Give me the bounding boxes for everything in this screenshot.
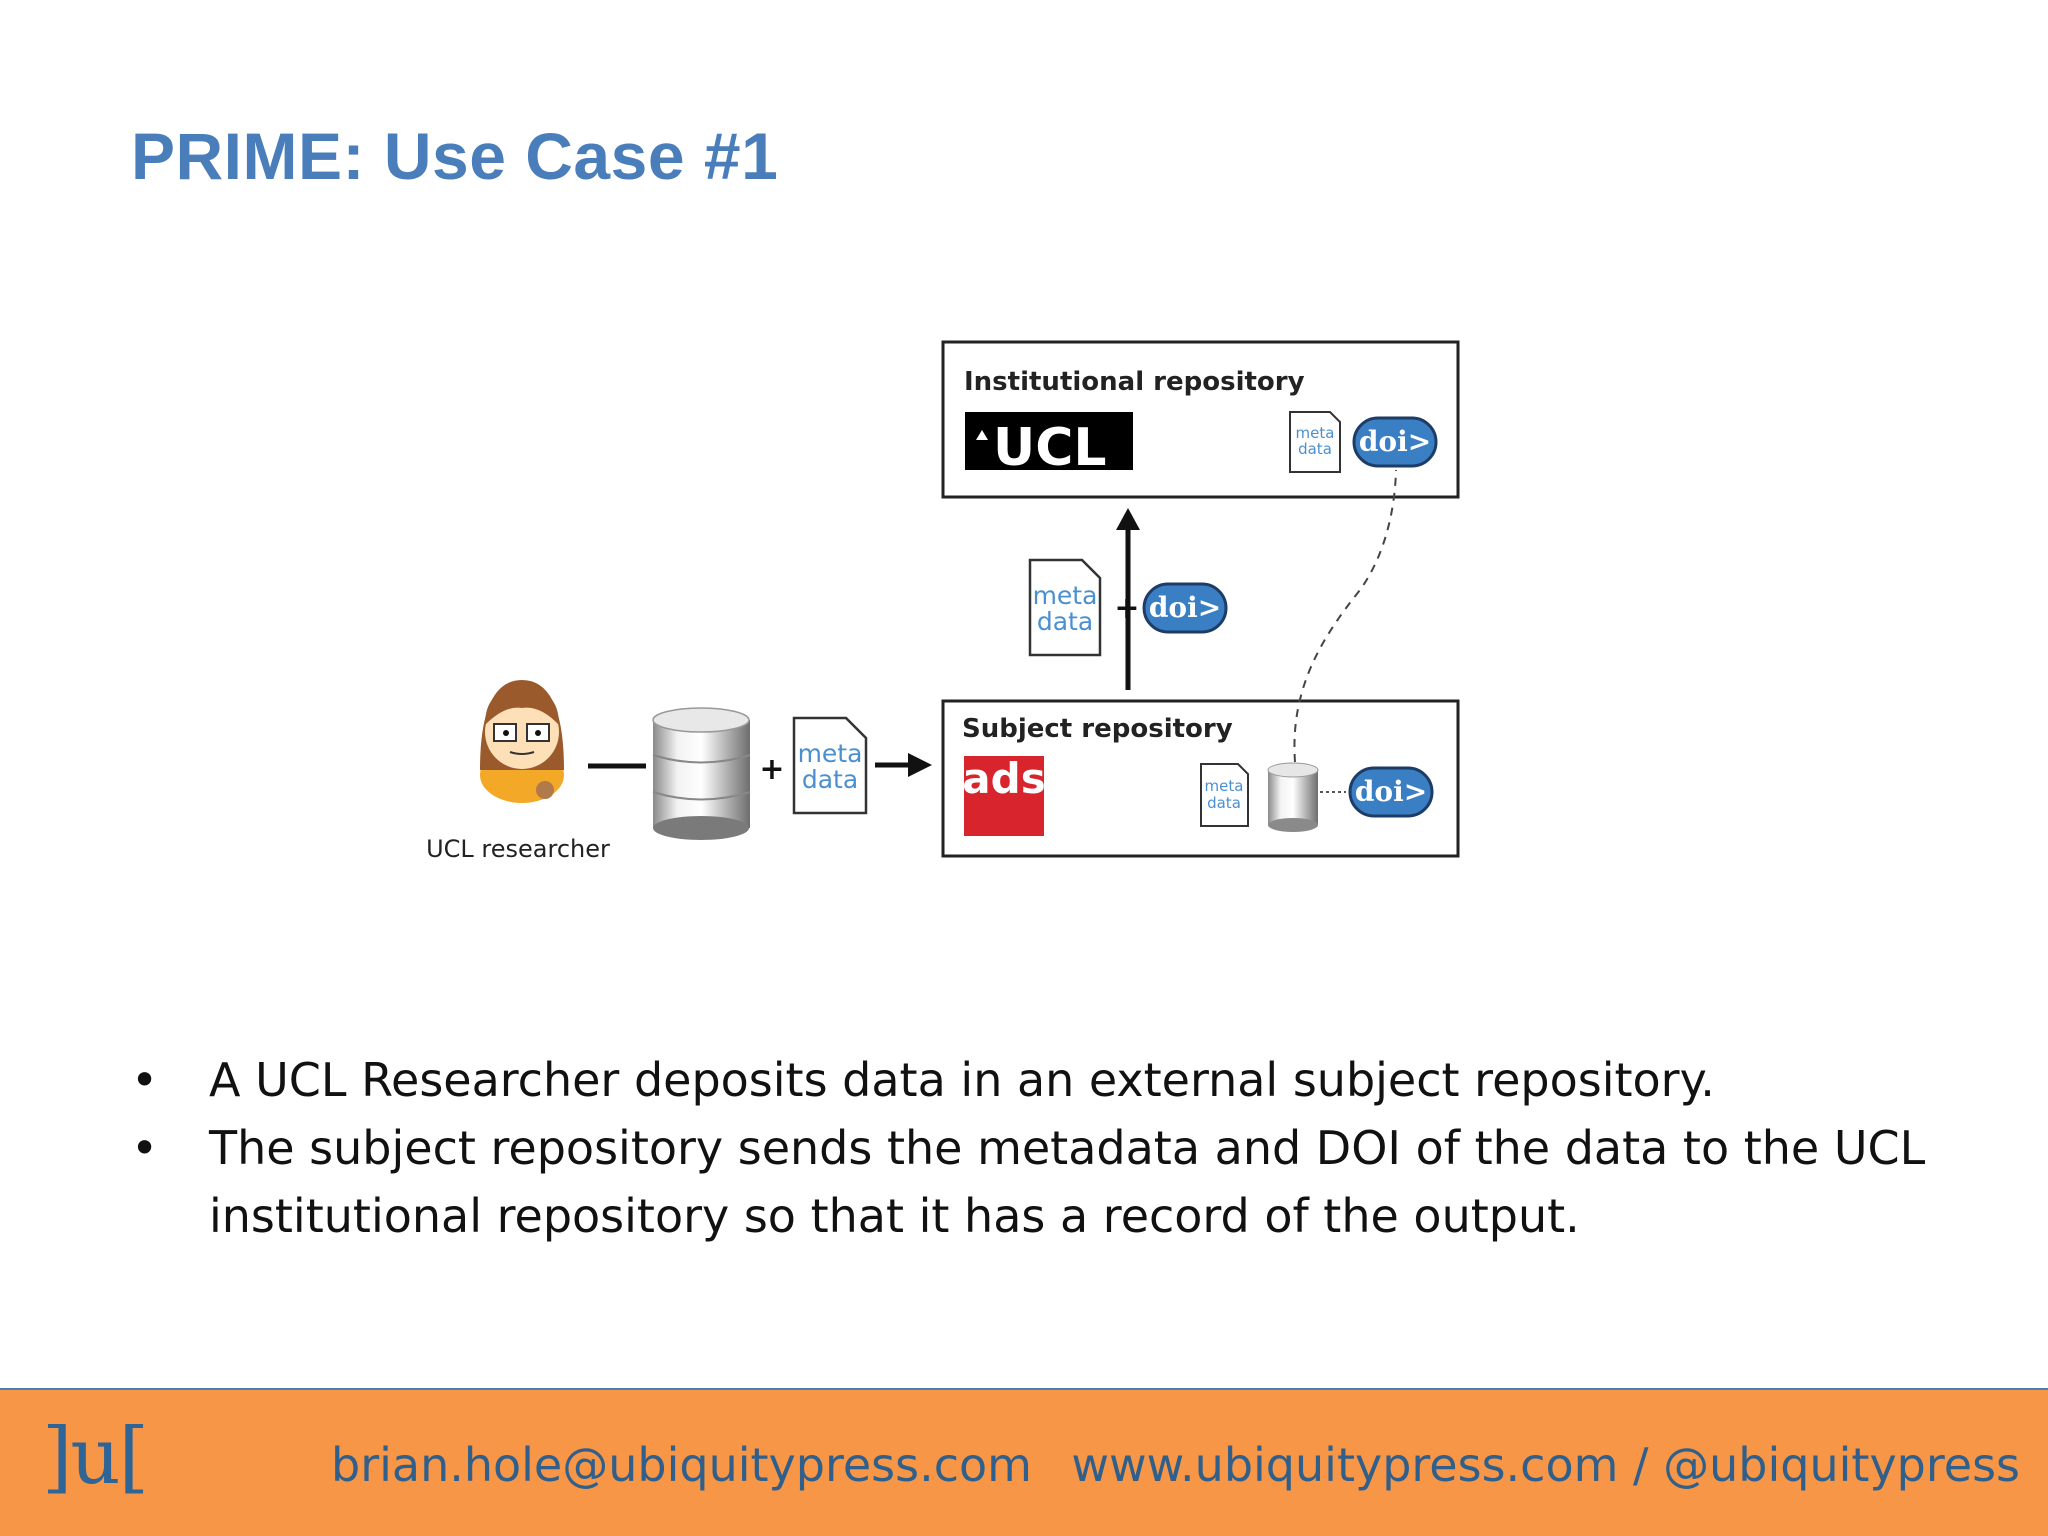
deposit-arrow [875, 753, 932, 777]
subject-repository-box: Subject repository ads meta data doi> [941, 699, 1460, 858]
metadata-doc-icon-subject: meta data [1200, 763, 1249, 827]
plus-sign-transfer: + [1114, 591, 1139, 626]
bullet-item: • The subject repository sends the metad… [131, 1114, 1931, 1250]
svg-text:doi>: doi> [1355, 775, 1427, 808]
upward-arrow [1116, 508, 1140, 690]
svg-text:doi>: doi> [1359, 425, 1431, 458]
ucl-logo-text: UCL [993, 418, 1107, 478]
bullet-mark: • [131, 1121, 159, 1175]
metadata-doc-icon-transfer: meta data [1028, 558, 1102, 657]
svg-text:doi>: doi> [1149, 591, 1221, 624]
svg-text:data: data [1037, 607, 1093, 636]
bullet-list: • A UCL Researcher deposits data in an e… [131, 1046, 1931, 1250]
slide-title: PRIME: Use Case #1 [131, 119, 779, 193]
footer-website[interactable]: www.ubiquitypress.com / @ubiquitypress [1071, 1438, 2020, 1492]
researcher-label: UCL researcher [426, 835, 610, 863]
svg-text:data: data [1298, 440, 1332, 458]
metadata-doc-icon-institutional: meta data [1289, 411, 1341, 473]
bullet-item: • A UCL Researcher deposits data in an e… [131, 1046, 1931, 1114]
plus-sign-deposit: + [759, 752, 784, 787]
institutional-repository-box: Institutional repository UCL meta data d… [941, 340, 1460, 499]
ads-logo-text: ads [962, 754, 1045, 803]
footer-email[interactable]: brian.hole@ubiquitypress.com [331, 1438, 1032, 1492]
ads-logo: ads [962, 754, 1046, 836]
doi-badge-institutional: doi> [1352, 416, 1438, 468]
bullet-mark: • [131, 1053, 159, 1107]
doi-badge-transfer: doi> [1142, 582, 1228, 634]
database-icon-researcher [652, 707, 751, 840]
svg-text:meta: meta [1205, 777, 1244, 795]
metadata-doc-icon-deposit: meta data [792, 716, 868, 815]
bullet-text: The subject repository sends the metadat… [209, 1121, 1926, 1243]
svg-text:meta: meta [798, 739, 863, 768]
footer-bar [0, 1390, 2048, 1536]
doi-badge-subject: doi> [1348, 766, 1434, 818]
subject-repository-label: Subject repository [962, 714, 1233, 744]
bullet-text: A UCL Researcher deposits data in an ext… [209, 1053, 1715, 1107]
ubiquity-logo: ]u[ [42, 1412, 149, 1502]
database-icon-subject [1267, 762, 1319, 832]
svg-text:data: data [802, 765, 858, 794]
svg-text:meta: meta [1296, 424, 1335, 442]
svg-text:data: data [1207, 794, 1241, 812]
svg-text:meta: meta [1033, 581, 1098, 610]
ucl-logo: UCL [965, 412, 1133, 478]
researcher-avatar [480, 680, 564, 803]
institutional-repository-label: Institutional repository [964, 367, 1305, 397]
doi-link-dashed [1293, 469, 1397, 763]
